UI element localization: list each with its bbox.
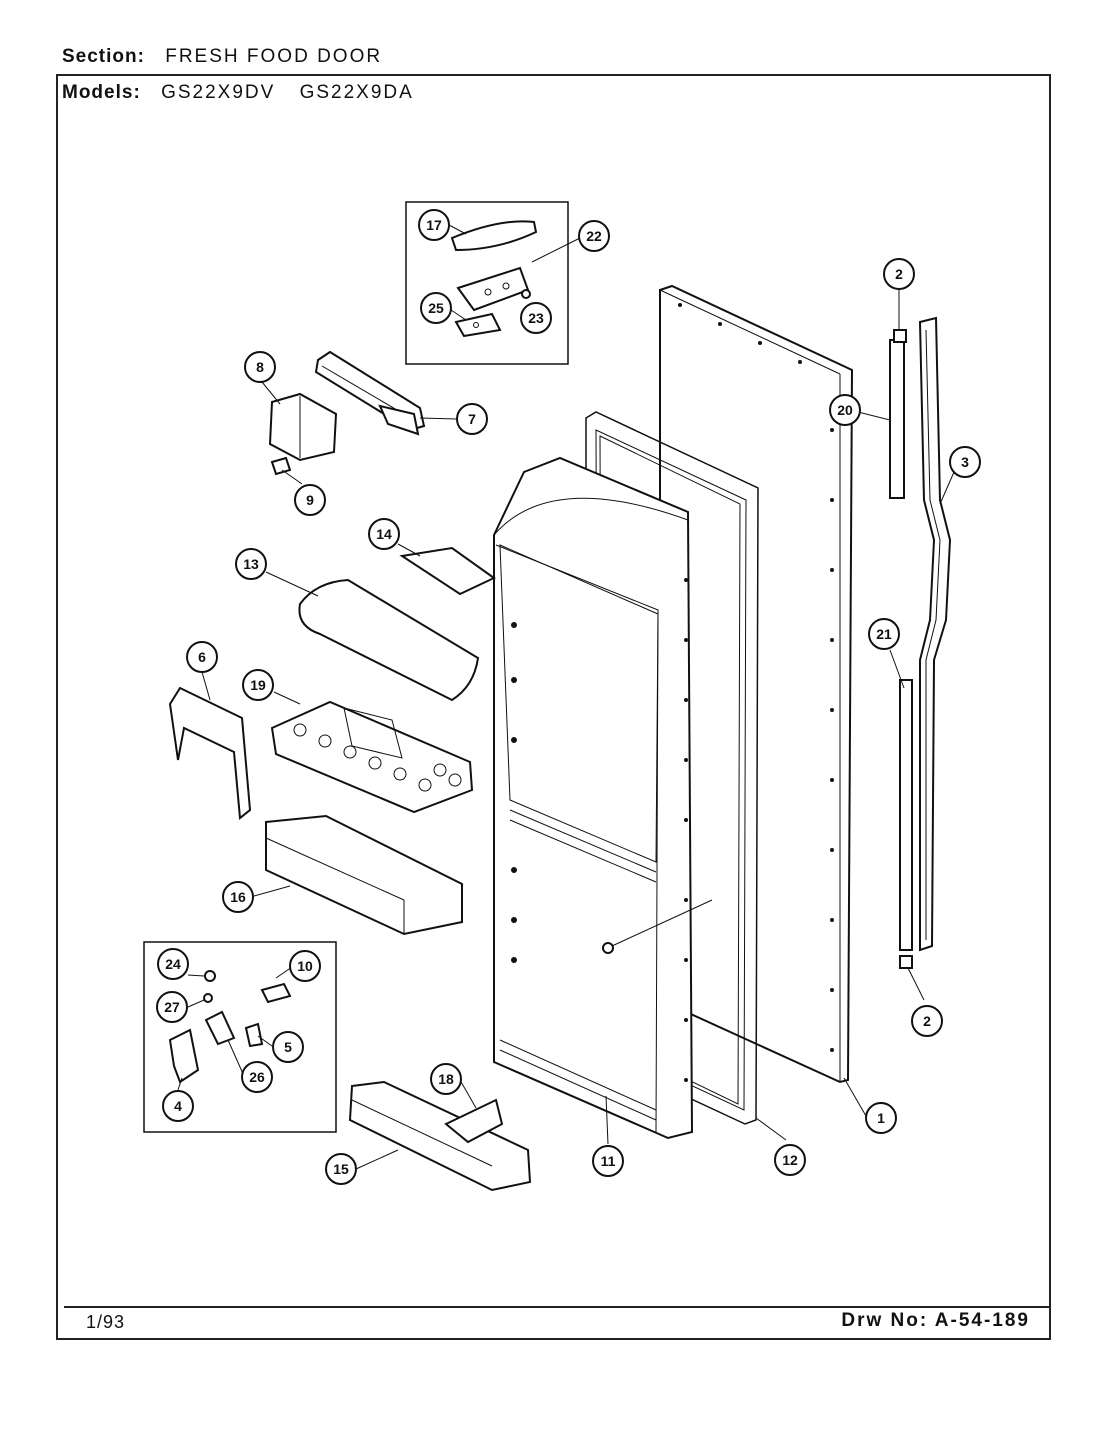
callout-11: 11 <box>592 1145 624 1177</box>
svg-text:22: 22 <box>586 228 602 244</box>
callout-17: 17 <box>418 209 450 241</box>
svg-text:17: 17 <box>426 217 442 233</box>
top-hinge-plate <box>456 266 530 312</box>
callout-26: 26 <box>241 1061 273 1093</box>
callout-18: 18 <box>430 1063 462 1095</box>
callout-10: 10 <box>289 950 321 982</box>
svg-text:26: 26 <box>249 1069 265 1085</box>
svg-text:4: 4 <box>174 1098 182 1114</box>
drawing-frame <box>56 74 1051 1340</box>
callout-19: 19 <box>242 669 274 701</box>
hinge-bracket <box>268 392 338 462</box>
svg-text:14: 14 <box>376 526 392 542</box>
drawing-footer: 1/93 Drw No: A-54-189 <box>64 1306 1050 1338</box>
svg-text:10: 10 <box>297 958 313 974</box>
callout-12: 12 <box>774 1144 806 1176</box>
revision-date: 1/93 <box>86 1312 126 1332</box>
svg-text:1: 1 <box>877 1110 885 1126</box>
callout-21: 21 <box>868 618 900 650</box>
svg-text:8: 8 <box>256 359 264 375</box>
svg-text:19: 19 <box>250 677 266 693</box>
bottom-hinge <box>168 1028 200 1084</box>
callout-9: 9 <box>294 484 326 516</box>
hinge-shim <box>454 312 502 338</box>
svg-text:3: 3 <box>961 454 969 470</box>
svg-text:25: 25 <box>428 300 444 316</box>
callout-4: 4 <box>162 1090 194 1122</box>
svg-text:15: 15 <box>333 1161 349 1177</box>
models-heading: Models: GS22X9DV GS22X9DA <box>62 82 432 104</box>
washer <box>204 970 216 982</box>
door-bin <box>265 814 463 936</box>
callout-8: 8 <box>244 351 276 383</box>
bottom-hinge-kit-inset <box>143 941 337 1133</box>
callout-7: 7 <box>456 403 488 435</box>
bottom-door-bin <box>348 1080 532 1192</box>
screw <box>602 942 614 954</box>
model-number: GS22X9DA <box>299 82 414 103</box>
hinge-spacer <box>204 1010 236 1046</box>
inner-door-liner <box>493 456 713 1140</box>
dairy-compartment-door <box>298 578 480 702</box>
hinge-kit-inset <box>405 201 569 365</box>
shim <box>244 1022 264 1048</box>
section-value: FRESH FOOD DOOR <box>165 46 383 67</box>
svg-text:7: 7 <box>468 411 476 427</box>
hinge-pin-plate <box>260 982 292 1004</box>
callout-16: 16 <box>222 881 254 913</box>
hinge-cover <box>450 220 538 252</box>
svg-text:23: 23 <box>528 310 544 326</box>
section-label: Section: <box>62 46 145 67</box>
svg-text:13: 13 <box>243 556 259 572</box>
callout-2: 2 <box>911 1005 943 1037</box>
svg-text:21: 21 <box>876 626 892 642</box>
svg-text:11: 11 <box>601 1153 616 1169</box>
upper-handle-trim <box>889 339 905 499</box>
callout-20: 20 <box>829 394 861 426</box>
door-closer-arm <box>314 350 426 436</box>
svg-text:18: 18 <box>438 1071 454 1087</box>
hinge-clip <box>270 456 292 476</box>
callout-14: 14 <box>368 518 400 550</box>
callout-1: 1 <box>865 1102 897 1134</box>
shelf-support-bracket <box>168 686 252 820</box>
egg-tray <box>270 700 474 814</box>
bin-divider <box>444 1098 504 1144</box>
callout-6: 6 <box>186 641 218 673</box>
callout-22: 22 <box>578 220 610 252</box>
svg-text:2: 2 <box>923 1013 931 1029</box>
model-number: GS22X9DV <box>161 82 276 103</box>
drawing-number-label: Drw No: <box>841 1310 929 1331</box>
drawing-number: A-54-189 <box>934 1310 1030 1331</box>
callout-2: 2 <box>883 258 915 290</box>
svg-text:20: 20 <box>837 402 853 418</box>
section-heading: Section: FRESH FOOD DOOR <box>62 46 400 68</box>
bushing <box>203 993 213 1003</box>
svg-text:24: 24 <box>165 956 181 972</box>
svg-text:27: 27 <box>164 999 180 1015</box>
callout-25: 25 <box>420 292 452 324</box>
callout-5: 5 <box>272 1031 304 1063</box>
lower-handle-trim <box>899 679 913 951</box>
svg-text:2: 2 <box>895 266 903 282</box>
door-handle <box>918 316 952 952</box>
callout-15: 15 <box>325 1153 357 1185</box>
svg-text:6: 6 <box>198 649 206 665</box>
hinge-washer <box>521 289 531 299</box>
callout-3: 3 <box>949 446 981 478</box>
callout-24: 24 <box>157 948 189 980</box>
svg-text:5: 5 <box>284 1039 292 1055</box>
svg-text:16: 16 <box>230 889 246 905</box>
callout-27: 27 <box>156 991 188 1023</box>
small-tray <box>399 546 496 596</box>
callout-23: 23 <box>520 302 552 334</box>
models-label: Models: <box>62 82 141 103</box>
callout-13: 13 <box>235 548 267 580</box>
handle-end-cap <box>893 329 907 343</box>
svg-text:12: 12 <box>782 1152 798 1168</box>
drawing-number-block: Drw No: A-54-189 <box>841 1310 1030 1332</box>
handle-end-cap <box>899 955 913 969</box>
svg-text:9: 9 <box>306 492 314 508</box>
